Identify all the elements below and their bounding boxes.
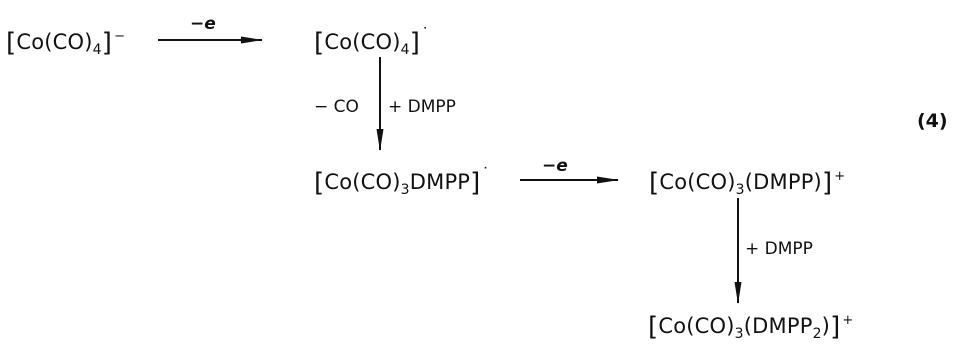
species-cobalt-tricarbonyl-dmpp-cation: [Co(CO)3(DMPP)]+ (649, 168, 846, 198)
arrow-substitution-1-right-label: + DMPP (388, 97, 456, 117)
arrow-oxidation-1-label: −e (190, 14, 216, 34)
species-cobalt-tricarbonyl-bis-dmpp-cation: [Co(CO)3(DMPP2)]+ (648, 312, 854, 342)
species-cobalt-tetracarbonyl-anion: [Co(CO)4]− (6, 28, 126, 58)
equation-number: (4) (917, 110, 948, 132)
arrow-oxidation-2-label: −e (542, 156, 568, 176)
species-cobalt-tetracarbonyl-radical: [Co(CO)4]˙ (314, 24, 430, 58)
arrow-substitution-1-left-label: − CO (314, 97, 359, 117)
species-cobalt-tricarbonyl-dmpp-radical: [Co(CO)3DMPP]˙ (314, 164, 490, 198)
arrow-substitution-2-label: + DMPP (745, 239, 813, 259)
